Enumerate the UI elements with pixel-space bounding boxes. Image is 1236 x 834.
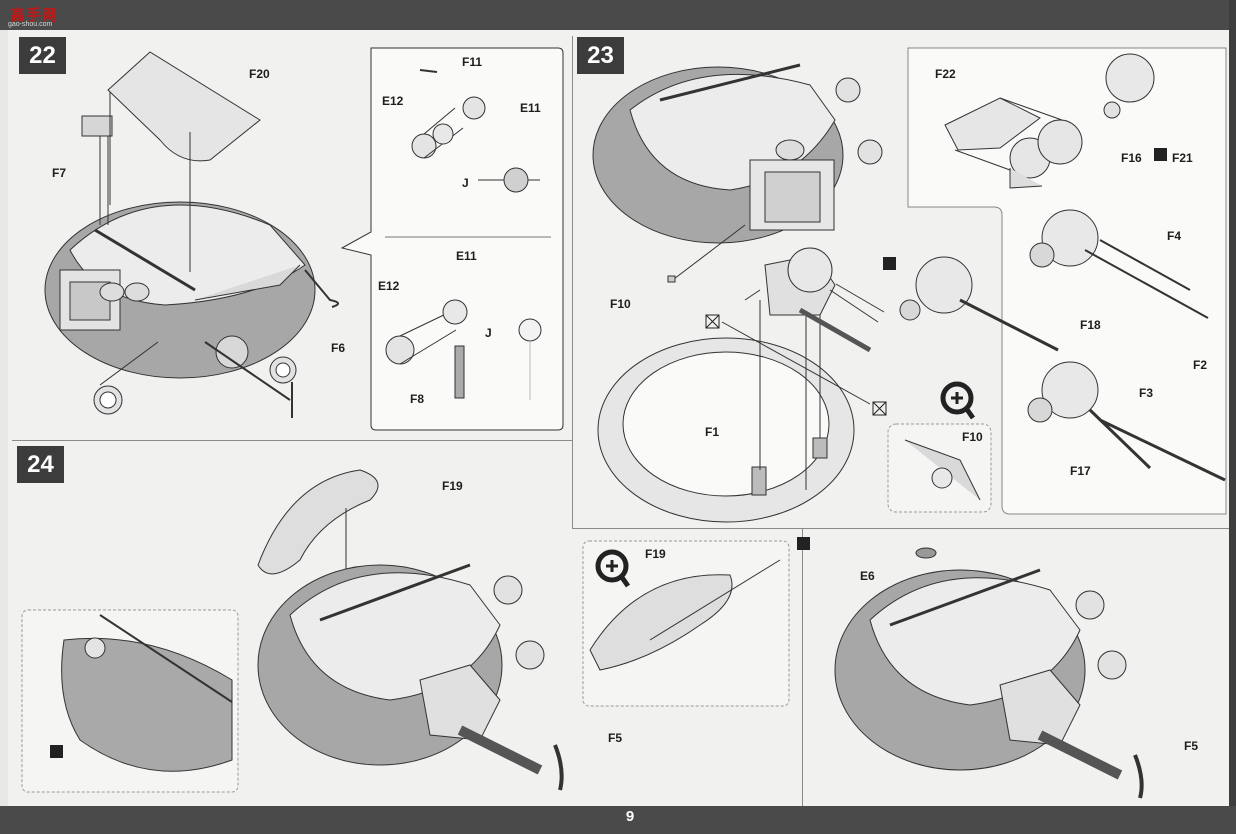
do-not-glue-icon-2 — [872, 401, 887, 416]
watermark-logo: 高手网 gao-shou.com — [6, 3, 68, 29]
gun-mount-step23 — [764, 247, 885, 353]
label-J-a: J — [462, 176, 469, 190]
label-F5-b: F5 — [1184, 739, 1199, 753]
callout-22 — [340, 47, 564, 431]
label-F1: F1 — [705, 425, 720, 439]
label-E11-a: E11 — [520, 101, 541, 115]
hatch-F20 — [107, 51, 261, 162]
divider-h-left — [12, 440, 572, 441]
magnifier-plus-icon-2 — [595, 549, 631, 588]
label-F16: F16 — [1121, 151, 1142, 165]
label-F19-a: F19 — [442, 479, 463, 493]
magnifier-plus-icon — [940, 381, 976, 420]
bottom-bar — [0, 806, 1236, 834]
label-F2: F2 — [1193, 358, 1208, 372]
watermark-url: gao-shou.com — [8, 21, 53, 28]
subassembly-panel — [907, 47, 1227, 515]
turret-step24 — [257, 563, 564, 791]
turret-step22 — [44, 201, 316, 379]
tarp-F19 — [257, 469, 379, 575]
label-F3: F3 — [1139, 386, 1154, 400]
label-E12-a: E12 — [382, 94, 404, 108]
label-F21: F21 — [1172, 151, 1193, 165]
page-number: 9 — [625, 808, 635, 825]
label-F11: F11 — [462, 55, 483, 69]
label-F18: F18 — [1080, 318, 1101, 332]
label-F4: F4 — [1167, 229, 1182, 243]
label-F8: F8 — [410, 392, 425, 406]
right-edge — [1229, 0, 1236, 834]
label-F20: F20 — [249, 67, 270, 81]
label-E12-b: E12 — [378, 279, 400, 293]
top-bar — [0, 0, 1236, 30]
watermark-brand: 高手网 — [10, 7, 59, 24]
step-24-badge: 24 — [17, 446, 64, 483]
divider-v-bottom — [802, 528, 803, 806]
label-F22: F22 — [935, 67, 956, 81]
label-F5-a: F5 — [608, 731, 623, 745]
label-E11-b: E11 — [456, 249, 477, 263]
glue-icon-3 — [797, 537, 810, 550]
label-F7: F7 — [52, 166, 67, 180]
label-F17: F17 — [1070, 464, 1091, 478]
part-F7 — [81, 115, 113, 137]
label-F19-b: F19 — [645, 547, 666, 561]
do-not-glue-icon — [705, 314, 720, 329]
label-F6: F6 — [331, 341, 346, 355]
label-J-b: J — [485, 326, 492, 340]
left-edge — [0, 30, 8, 806]
label-F10-b: F10 — [962, 430, 983, 444]
step-22-badge: 22 — [19, 37, 66, 74]
divider-v-23 — [572, 36, 573, 528]
step-23-badge: 23 — [577, 37, 624, 74]
paint-icon — [50, 745, 63, 758]
turret-step23 — [592, 63, 883, 244]
glue-icon-2 — [883, 257, 896, 270]
divider-h-right — [572, 528, 1229, 529]
label-E6: E6 — [860, 569, 875, 583]
turret-final — [834, 568, 1144, 799]
glue-icon — [1154, 148, 1167, 161]
label-F10-a: F10 — [610, 297, 631, 311]
